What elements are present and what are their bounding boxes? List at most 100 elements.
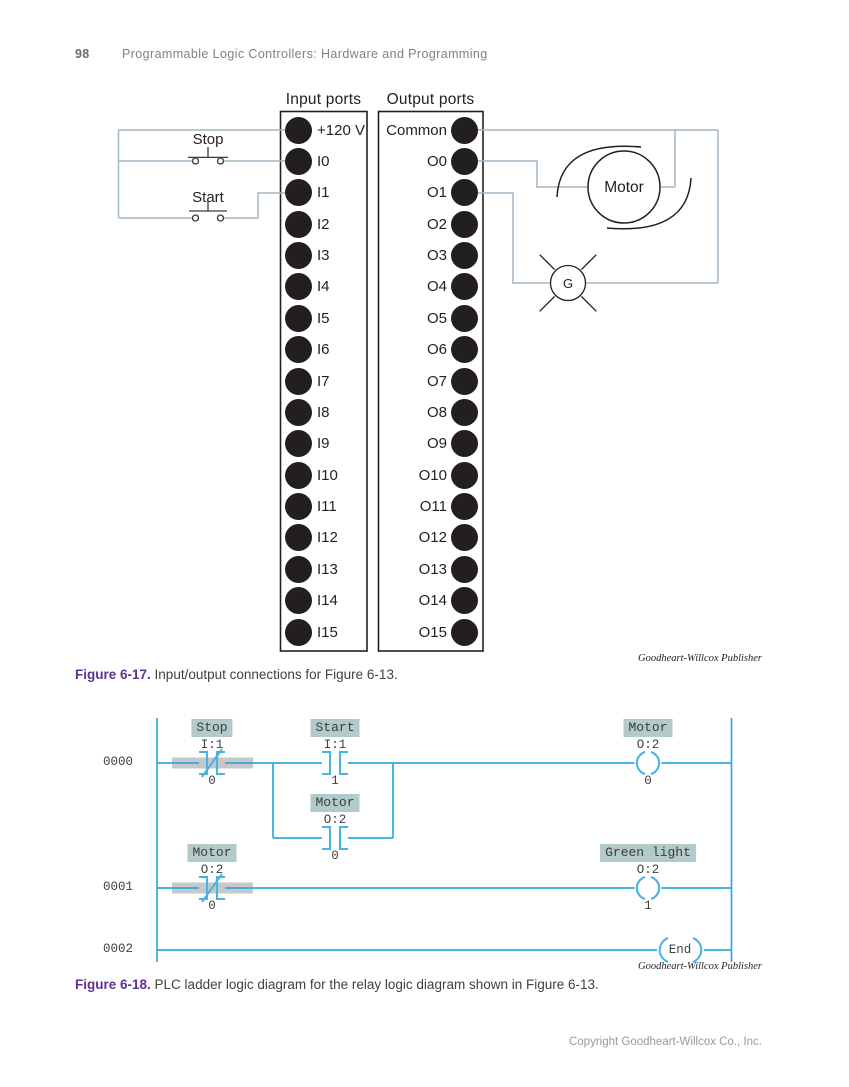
input-ports-header: Input ports [285,91,362,108]
input-port-row: +120 V [280,116,385,144]
port-label: I0 [317,152,330,170]
motor-coil-bit: 0 [644,774,652,788]
port-label: I13 [317,560,338,578]
lamp-ray-lower-right [580,295,597,312]
port-label: O7 [426,372,447,390]
rung-number-0001: 0001 [102,880,133,894]
stop-nc-contact-symbol [199,748,225,778]
port-label: I6 [317,341,330,359]
plc-ladder-diagram [156,718,733,963]
port-terminal-circle [450,179,478,207]
port-label: I11 [317,498,337,515]
port-label: O12 [418,529,447,547]
supply-wire [117,129,285,218]
output-port-row: O14 [378,587,483,615]
port-label: O6 [426,341,447,359]
port-terminal-circle [450,367,478,395]
input-port-row: I2 [280,210,385,238]
input-port-row: I14 [280,587,385,615]
port-terminal-circle [285,116,312,144]
port-terminal-circle [285,210,312,238]
port-terminal-circle [450,273,478,301]
contact-brackets [322,750,348,776]
green-light-coil-symbol [635,875,661,901]
port-terminal-circle [285,587,312,615]
start-switch-wire [118,192,285,219]
port-label: I14 [317,592,338,610]
rung-number-0000: 0000 [102,755,133,769]
motor-label: Motor [604,179,644,196]
green-light-coil-tag: Green light [600,844,696,862]
output-port-row: O13 [378,555,483,583]
common-wire [477,129,719,284]
end-parens [658,937,703,963]
o0-motor-wire [477,160,588,188]
port-label: I1 [317,184,330,202]
figure-6-17-label: Figure 6-17. [75,667,151,682]
output-ports-box [377,110,484,652]
stop-terminal-right [216,157,225,165]
contact-brackets [322,825,348,851]
lamp-ray-lower-left [539,295,556,312]
output-port-row: O7 [378,367,483,395]
port-terminal-circle [285,461,312,489]
figure-6-18-caption: Figure 6-18. PLC ladder logic diagram fo… [75,977,775,992]
port-terminal-circle [285,398,312,426]
start-terminal-left [191,214,200,222]
motor-coil-address: O:2 [636,738,660,752]
rung-number-0002: 0002 [102,942,133,956]
input-port-row: I9 [280,430,385,458]
coil-parens [635,875,661,901]
port-label: I5 [317,309,330,327]
motor-circle [587,150,661,224]
output-port-row: O4 [378,273,483,301]
coil-parens [635,750,661,776]
motor-nc-contact-address: O:2 [200,863,224,877]
port-label: O4 [426,278,447,296]
output-port-row: O1 [378,179,483,207]
input-wires [117,129,285,219]
end-instruction-symbol [658,937,703,963]
port-label: O3 [426,247,447,264]
input-port-row: I6 [280,336,385,364]
port-label: O2 [426,215,447,233]
input-port-row: I4 [280,273,385,301]
output-port-row: O9 [378,430,483,458]
motor-seal-in-contact-symbol [322,825,348,851]
stop-contact-tag: Stop [191,719,233,737]
port-label: O13 [418,560,447,578]
port-label: I3 [317,247,330,264]
port-label: O5 [426,309,447,327]
port-label: O14 [418,592,447,610]
port-terminal-circle [450,493,478,520]
output-port-row: O15 [378,618,483,646]
nc-slash [201,748,223,778]
output-port-row: O0 [378,147,483,175]
stop-switch-label: Stop [192,131,224,148]
port-label: O8 [426,403,447,421]
port-terminal-circle [285,179,312,207]
port-terminal-circle [450,147,478,175]
motor-winding-arc-left [556,145,642,198]
port-label: O1 [426,184,447,202]
port-label: I15 [317,623,338,641]
port-terminal-circle [285,367,312,395]
green-light-coil-address: O:2 [636,863,660,877]
port-label: O15 [418,623,447,641]
lamp-ray-upper-right [580,254,597,271]
green-lamp-symbol [539,254,597,312]
port-terminal-circle [285,524,312,552]
motor-coil-symbol [635,750,661,776]
green-lamp-label: G [562,276,574,291]
port-label: O10 [418,466,447,484]
port-terminal-circle [450,587,478,615]
port-label: O0 [426,152,447,170]
lamp-circle [549,264,587,302]
figure-6-17-credit: Goodheart-Willcox Publisher [638,653,762,664]
figure-6-18-caption-text: PLC ladder logic diagram for the relay l… [154,977,599,992]
port-terminal-circle [450,618,478,646]
port-terminal-circle [450,398,478,426]
port-terminal-circle [285,493,312,520]
